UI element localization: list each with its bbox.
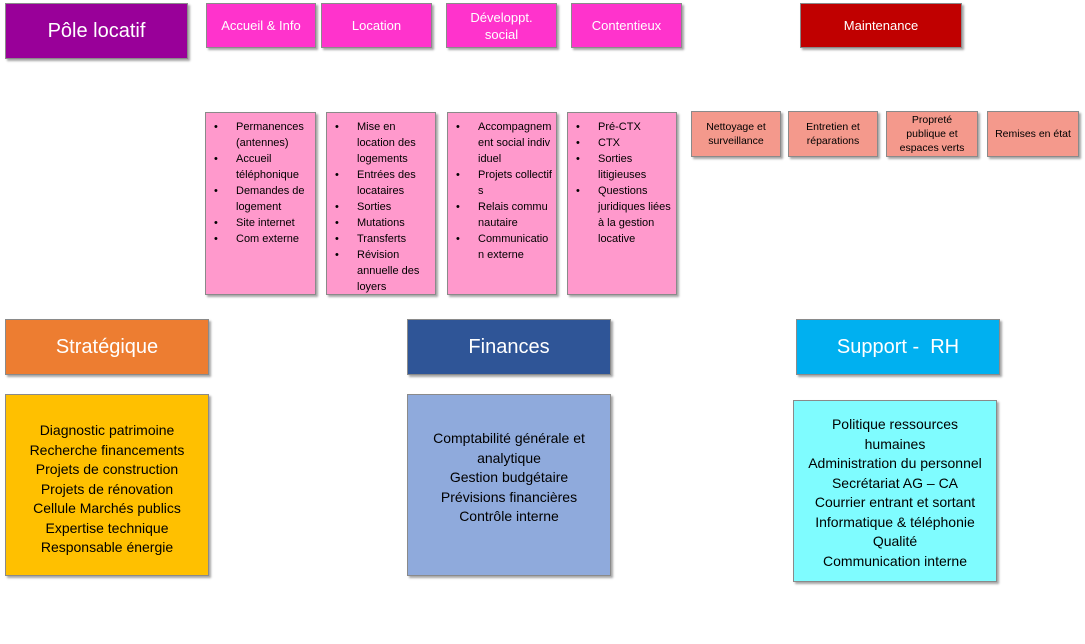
list-item: Accompagnement social individuel bbox=[456, 119, 552, 167]
list-item: Comptabilité générale et analytique bbox=[433, 430, 585, 466]
list-item: Informatique & téléphonie bbox=[815, 513, 975, 530]
location-list-box: Mise en location des logements Entrées d… bbox=[326, 112, 436, 295]
list-item: Pré-CTX bbox=[576, 119, 672, 135]
list-item: Com externe bbox=[214, 231, 311, 247]
list-item: Secrétariat AG – CA bbox=[831, 474, 959, 491]
maintenance-header: Maintenance bbox=[800, 3, 962, 48]
pole-locatif-box: Pôle locatif bbox=[5, 3, 188, 59]
maintenance-item-label: Entretien et réparations bbox=[806, 121, 860, 147]
list-item: Prévisions financières bbox=[440, 488, 578, 505]
pole-locatif-title: Pôle locatif bbox=[47, 19, 146, 42]
list-item: Mutations bbox=[335, 215, 431, 231]
support-header: Support - RH bbox=[796, 319, 1000, 375]
list-item: Expertise technique bbox=[45, 519, 169, 536]
list-item: Demandes de logement bbox=[214, 183, 311, 215]
list-item: Projets collectifs bbox=[456, 167, 552, 199]
list-item: Communication externe bbox=[456, 231, 552, 263]
maintenance-item-label: Propreté publique et espaces verts bbox=[899, 114, 965, 154]
accueil-list-box: Permanences (antennes) Accueil téléphoni… bbox=[205, 112, 316, 295]
finances-title: Finances bbox=[468, 335, 550, 358]
list-item: Transferts bbox=[335, 231, 431, 247]
list-item: Courrier entrant et sortant bbox=[814, 494, 976, 510]
list-item: Accueil téléphonique bbox=[214, 151, 311, 183]
list-item: Politique ressources humaines bbox=[831, 416, 959, 452]
list-item: Sorties bbox=[335, 199, 431, 215]
contentieux-header: Contentieux bbox=[571, 3, 682, 48]
maintenance-header-label: Maintenance bbox=[843, 18, 919, 33]
list-item: Site internet bbox=[214, 215, 311, 231]
list-item: Qualité bbox=[872, 533, 918, 549]
maintenance-item-nettoyage: Nettoyage et surveillance bbox=[691, 111, 781, 157]
finances-content-box: Comptabilité générale et analytique Gest… bbox=[407, 394, 611, 576]
list-item: Mise en location des logements bbox=[335, 119, 431, 167]
list-item: Projets de construction bbox=[35, 461, 179, 477]
strategique-header: Stratégique bbox=[5, 319, 209, 375]
list-item: Sorties litigieuses bbox=[576, 151, 672, 183]
list-item: Administration du personnel bbox=[808, 455, 982, 471]
list-item: CTX bbox=[576, 135, 672, 151]
list-item: Responsable énergie bbox=[40, 539, 174, 555]
location-header-label: Location bbox=[351, 18, 402, 33]
strategique-content-box: Diagnostic patrimoine Recherche financem… bbox=[5, 394, 209, 576]
contentieux-list-box: Pré-CTX CTX Sorties litigieuses Question… bbox=[567, 112, 677, 295]
list-item: Recherche financements bbox=[29, 441, 185, 458]
accueil-header: Accueil & Info bbox=[206, 3, 316, 48]
contentieux-header-label: Contentieux bbox=[591, 18, 662, 33]
list-item: Questions juridiques liées à la gestion … bbox=[576, 183, 672, 247]
list-item: Projets de rénovation bbox=[40, 480, 174, 497]
developpt-header: Développt. social bbox=[446, 3, 557, 48]
finances-header: Finances bbox=[407, 319, 611, 375]
maintenance-item-label: Remises en état bbox=[995, 128, 1071, 140]
list-item: Relais communautaire bbox=[456, 199, 552, 231]
accueil-header-label: Accueil & Info bbox=[221, 18, 301, 33]
list-item: Permanences (antennes) bbox=[214, 119, 311, 151]
list-item: Contrôle interne bbox=[459, 508, 559, 524]
list-item: Cellule Marchés publics bbox=[33, 500, 181, 516]
list-item: Révision annuelle des loyers bbox=[335, 247, 431, 295]
list-item: Gestion budgétaire bbox=[449, 469, 569, 485]
strategique-title: Stratégique bbox=[55, 335, 159, 358]
support-content-box: Politique ressources humaines Administra… bbox=[793, 400, 997, 582]
list-item: Communication interne bbox=[823, 552, 967, 569]
maintenance-item-label: Nettoyage et surveillance bbox=[706, 121, 766, 147]
list-item: Diagnostic patrimoine bbox=[39, 422, 175, 438]
list-item: Entrées des locataires bbox=[335, 167, 431, 199]
maintenance-item-entretien: Entretien et réparations bbox=[788, 111, 878, 157]
developpt-list-box: Accompagnement social individuel Projets… bbox=[447, 112, 557, 295]
support-title: Support - RH bbox=[836, 335, 960, 358]
location-header: Location bbox=[321, 3, 432, 48]
maintenance-item-proprete: Propreté publique et espaces verts bbox=[886, 111, 978, 157]
maintenance-item-remises: Remises en état bbox=[987, 111, 1079, 157]
developpt-header-label: Développt. social bbox=[470, 9, 533, 42]
